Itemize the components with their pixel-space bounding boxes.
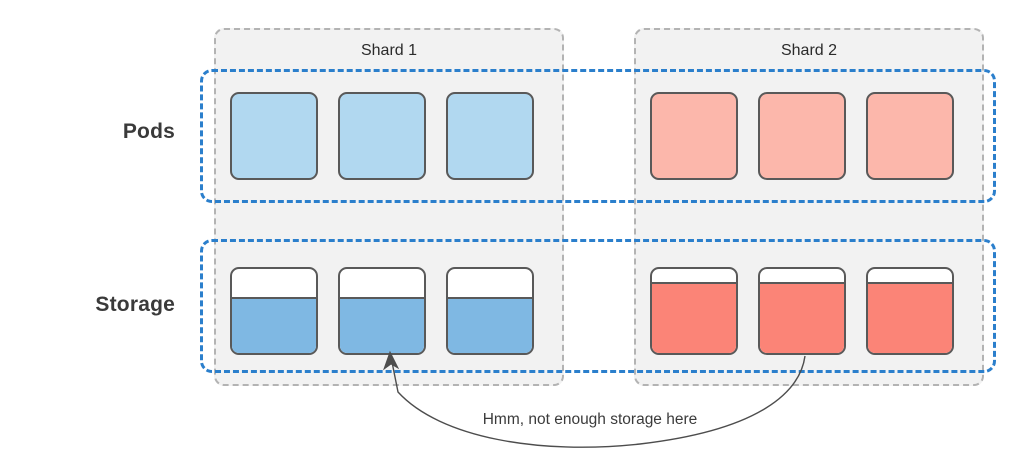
storage-1-3[interactable] — [446, 267, 534, 355]
pod-1-2[interactable] — [338, 92, 426, 180]
row-label-storage: Storage — [95, 293, 175, 316]
storage-2-1[interactable] — [650, 267, 738, 355]
storage-1-1[interactable] — [230, 267, 318, 355]
pod-1-3[interactable] — [446, 92, 534, 180]
storage-1-2[interactable] — [338, 267, 426, 355]
storage-fill — [232, 296, 316, 353]
pod-1-1[interactable] — [230, 92, 318, 180]
storage-fill — [448, 296, 532, 353]
group-band-pods[interactable] — [200, 69, 996, 203]
storage-fill — [760, 282, 844, 353]
annotation-label: Hmm, not enough storage here — [482, 411, 698, 428]
pod-2-3[interactable] — [866, 92, 954, 180]
storage-2-3[interactable] — [866, 267, 954, 355]
pod-2-1[interactable] — [650, 92, 738, 180]
storage-fill — [340, 296, 424, 353]
storage-fill — [868, 282, 952, 353]
shard-title-2: Shard 2 — [780, 42, 838, 59]
storage-2-2[interactable] — [758, 267, 846, 355]
row-label-pods: Pods — [122, 120, 175, 143]
shard-title-1: Shard 1 — [360, 42, 418, 59]
pod-2-2[interactable] — [758, 92, 846, 180]
storage-fill — [652, 282, 736, 353]
